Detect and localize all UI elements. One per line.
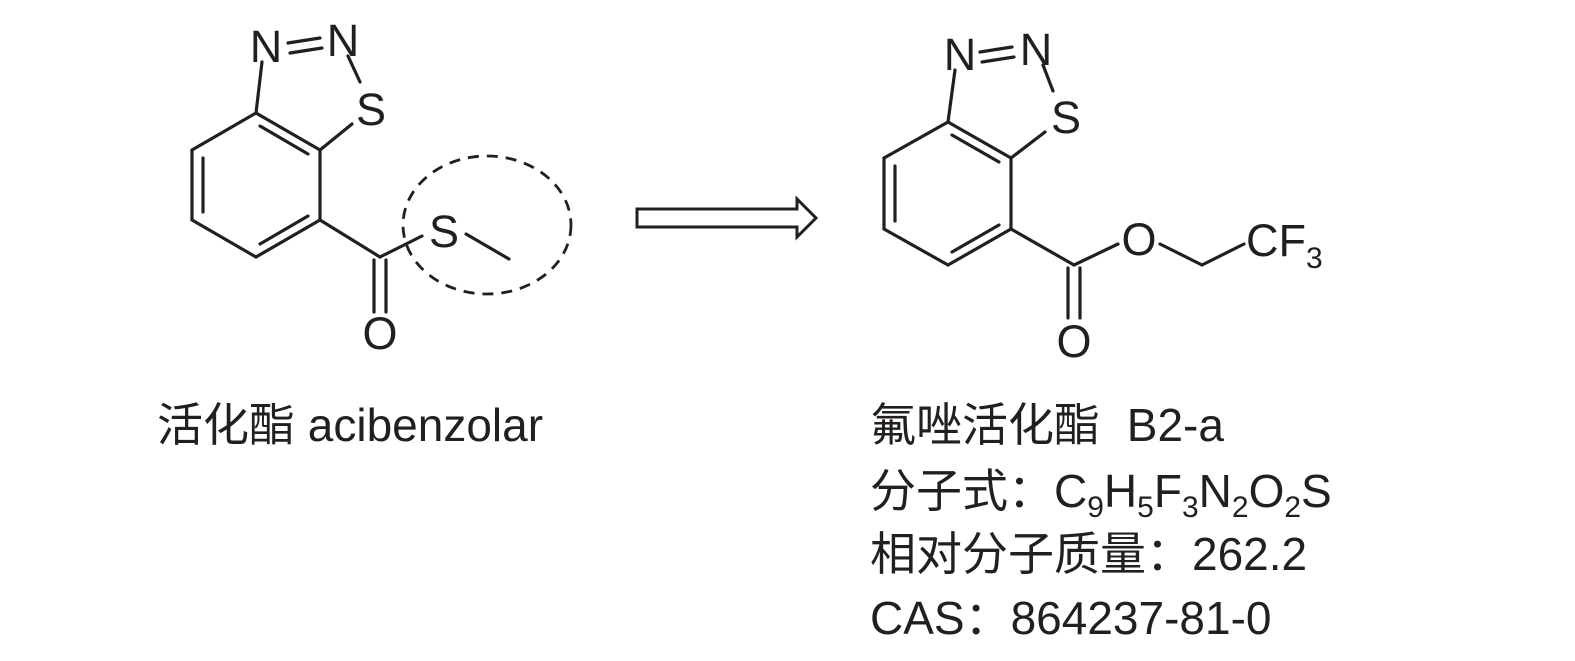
right-atom-n1: N (944, 29, 977, 80)
right-atom-o-ester: O (1121, 214, 1156, 265)
formula-subscript: 2 (1284, 491, 1301, 524)
acibenzolar-chinese-name: 活化酯 (157, 399, 295, 451)
right-atom-n2: N (1020, 24, 1053, 75)
cas-label: CAS： (870, 592, 1011, 644)
cf-label: CF (1246, 215, 1306, 266)
left-atom-o-carbonyl: O (362, 308, 397, 359)
left-atom-n1: N (250, 21, 283, 72)
b2a-name-line: 氟唑活化酯 B2-a (870, 399, 1224, 451)
right-ester-group (1009, 227, 1246, 320)
right-atom-s-ring: S (1051, 92, 1081, 143)
left-benzene-ring (190, 111, 322, 259)
b2a-code: B2-a (1127, 399, 1225, 451)
formula-subscript: 5 (1137, 491, 1154, 524)
molecular-weight-value: 262.2 (1192, 528, 1307, 580)
acibenzolar-caption: 活化酯 acibenzolar (157, 399, 543, 451)
formula-element: H (1104, 465, 1137, 517)
formula-label: 分子式： (870, 465, 1054, 517)
formula-subscript: 9 (1087, 491, 1104, 524)
b2a-chinese-name: 氟唑活化酯 (870, 399, 1100, 451)
transformation-arrow (635, 195, 819, 241)
formula-subscript: 3 (1182, 491, 1199, 524)
acibenzolar-structure: N N S S O (190, 15, 573, 359)
right-thiadiazole-ring (946, 45, 1055, 160)
formula-element: O (1249, 465, 1285, 517)
left-atom-s-thio: S (429, 206, 459, 257)
right-atom-cf3: CF3 (1246, 215, 1323, 275)
left-atom-n2: N (327, 15, 360, 66)
left-thiadiazole-ring (254, 36, 362, 152)
b2a-structure: N N S O O CF3 (882, 24, 1323, 367)
b2a-cas-line: CAS：864237-81-0 (870, 592, 1271, 644)
left-thioester-group (318, 218, 511, 314)
formula-element: C (1054, 465, 1087, 517)
b2a-molecular-weight-line: 相对分子质量：262.2 (870, 528, 1307, 580)
formula-element: F (1154, 465, 1182, 517)
acibenzolar-english-name: acibenzolar (308, 399, 543, 451)
formula-element: N (1199, 465, 1232, 517)
molecular-weight-label: 相对分子质量： (870, 528, 1192, 580)
cf-subscript: 3 (1306, 242, 1323, 275)
formula-element: S (1301, 465, 1332, 517)
left-atom-s-ring: S (356, 84, 386, 135)
b2a-formula-line: 分子式：C9H5F3N2O2S (870, 465, 1332, 524)
right-atom-o-carbonyl: O (1056, 316, 1091, 367)
cas-value: 864237-81-0 (1011, 592, 1272, 644)
formula-subscript: 2 (1232, 491, 1249, 524)
right-benzene-ring (882, 120, 1013, 267)
highlight-dashed-circle (401, 154, 573, 296)
